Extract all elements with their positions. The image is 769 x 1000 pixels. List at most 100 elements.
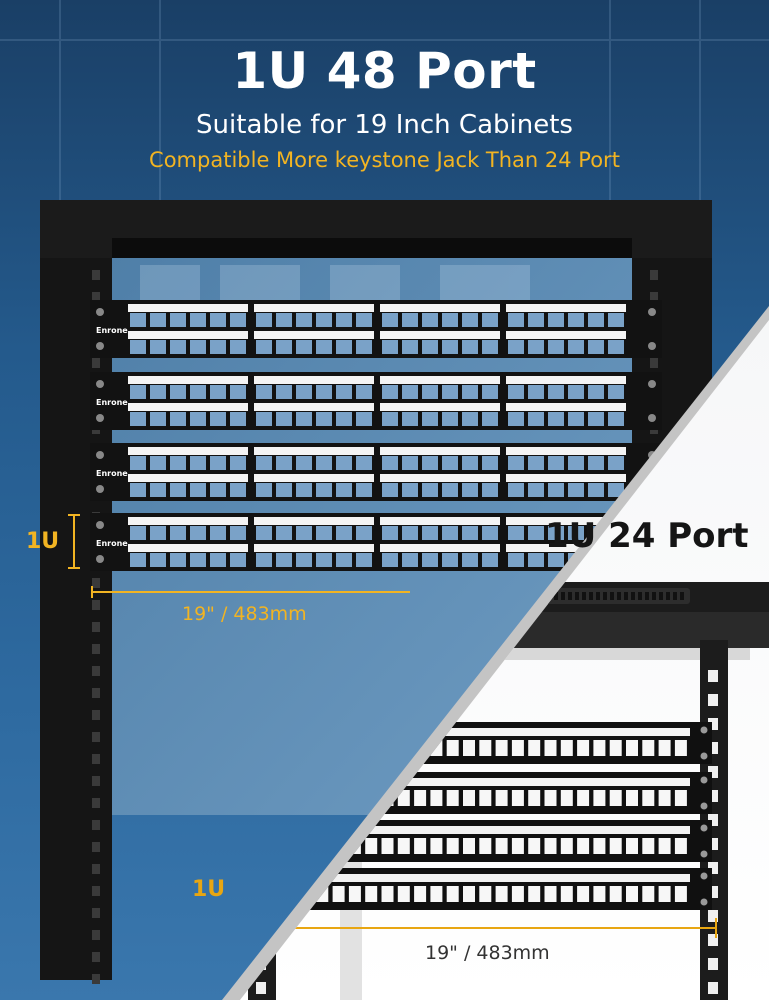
keystone-jack-icon bbox=[230, 456, 246, 470]
keystone-jack-icon bbox=[190, 313, 206, 327]
keystone-jack-icon bbox=[588, 412, 604, 426]
keystone-jack-icon bbox=[210, 412, 226, 426]
keystone-jack-icon bbox=[462, 412, 478, 426]
keystone-jack-icon bbox=[382, 340, 398, 354]
keystone-jack-icon bbox=[170, 313, 186, 327]
keystone-jack-icon bbox=[442, 526, 458, 540]
svg-text:Enrone: Enrone bbox=[96, 539, 128, 548]
keystone-jack-icon bbox=[528, 412, 544, 426]
keystone-jack-icon bbox=[508, 456, 524, 470]
panel-24-title: 1U 24 Port bbox=[545, 516, 749, 556]
keystone-jack-icon bbox=[422, 412, 438, 426]
keystone-jack-icon bbox=[256, 483, 272, 497]
keystone-jack-icon bbox=[276, 526, 292, 540]
keystone-jack-icon bbox=[382, 456, 398, 470]
keystone-jack-icon bbox=[150, 385, 166, 399]
keystone-jack-icon bbox=[210, 456, 226, 470]
keystone-jack-icon bbox=[508, 385, 524, 399]
keystone-jack-icon bbox=[296, 313, 312, 327]
keystone-jack-icon bbox=[402, 340, 418, 354]
keystone-jack-icon bbox=[442, 313, 458, 327]
keystone-jack-icon bbox=[356, 456, 372, 470]
keystone-jack-icon bbox=[356, 340, 372, 354]
keystone-jack-icon bbox=[528, 313, 544, 327]
keystone-jack-icon bbox=[316, 340, 332, 354]
keystone-jack-icon bbox=[190, 385, 206, 399]
keystone-jack-icon bbox=[296, 526, 312, 540]
keystone-jack-icon bbox=[548, 483, 564, 497]
keystone-jack-icon bbox=[548, 313, 564, 327]
keystone-jack-icon bbox=[170, 340, 186, 354]
keystone-jack-icon bbox=[382, 385, 398, 399]
keystone-jack-icon bbox=[316, 385, 332, 399]
keystone-jack-icon bbox=[336, 385, 352, 399]
keystone-jack-icon bbox=[190, 412, 206, 426]
keystone-jack-icon bbox=[276, 483, 292, 497]
keystone-jack-icon bbox=[482, 340, 498, 354]
panel-24-height-label: 1U bbox=[192, 877, 226, 902]
keystone-jack-icon bbox=[296, 385, 312, 399]
keystone-jack-icon bbox=[588, 456, 604, 470]
keystone-jack-icon bbox=[170, 483, 186, 497]
keystone-jack-icon bbox=[256, 385, 272, 399]
keystone-jack-icon bbox=[276, 456, 292, 470]
keystone-jack-icon bbox=[442, 456, 458, 470]
keystone-jack-icon bbox=[256, 553, 272, 567]
keystone-jack-icon bbox=[276, 313, 292, 327]
keystone-jack-icon bbox=[462, 340, 478, 354]
keystone-jack-icon bbox=[608, 412, 624, 426]
keystone-jack-icon bbox=[230, 340, 246, 354]
keystone-jack-icon bbox=[422, 313, 438, 327]
keystone-jack-icon bbox=[422, 483, 438, 497]
keystone-jack-icon bbox=[482, 553, 498, 567]
keystone-jack-icon bbox=[130, 412, 146, 426]
keystone-jack-icon bbox=[482, 456, 498, 470]
keystone-jack-icon bbox=[568, 412, 584, 426]
keystone-jack-icon bbox=[336, 412, 352, 426]
keystone-jack-icon bbox=[356, 385, 372, 399]
keystone-jack-icon bbox=[336, 313, 352, 327]
patch-panel-48-port: Enrone bbox=[90, 300, 662, 358]
keystone-jack-icon bbox=[190, 483, 206, 497]
keystone-jack-icon bbox=[402, 483, 418, 497]
keystone-jack-icon bbox=[210, 553, 226, 567]
keystone-jack-icon bbox=[256, 456, 272, 470]
keystone-jack-icon bbox=[508, 412, 524, 426]
keystone-jack-icon bbox=[170, 553, 186, 567]
keystone-jack-icon bbox=[130, 456, 146, 470]
keystone-jack-icon bbox=[528, 340, 544, 354]
keystone-jack-icon bbox=[548, 526, 564, 540]
keystone-jack-icon bbox=[356, 483, 372, 497]
keystone-jack-icon bbox=[356, 313, 372, 327]
keystone-jack-icon bbox=[190, 526, 206, 540]
keystone-jack-icon bbox=[402, 412, 418, 426]
keystone-jack-icon bbox=[608, 385, 624, 399]
keystone-jack-icon bbox=[230, 553, 246, 567]
keystone-jack-icon bbox=[482, 526, 498, 540]
keystone-jack-icon bbox=[528, 553, 544, 567]
keystone-jack-icon bbox=[230, 385, 246, 399]
keystone-jack-icon bbox=[336, 553, 352, 567]
keystone-jack-icon bbox=[548, 456, 564, 470]
keystone-jack-icon bbox=[190, 456, 206, 470]
keystone-jack-icon bbox=[442, 553, 458, 567]
svg-text:Enrone: Enrone bbox=[96, 469, 128, 478]
keystone-jack-icon bbox=[382, 553, 398, 567]
keystone-jack-icon bbox=[548, 385, 564, 399]
keystone-jack-icon bbox=[230, 313, 246, 327]
keystone-jack-icon bbox=[588, 340, 604, 354]
keystone-jack-icon bbox=[316, 553, 332, 567]
keystone-jack-icon bbox=[508, 526, 524, 540]
keystone-jack-icon bbox=[356, 553, 372, 567]
keystone-jack-icon bbox=[130, 340, 146, 354]
keystone-jack-icon bbox=[462, 526, 478, 540]
keystone-jack-icon bbox=[422, 456, 438, 470]
keystone-jack-icon bbox=[276, 385, 292, 399]
keystone-jack-icon bbox=[230, 526, 246, 540]
keystone-jack-icon bbox=[170, 385, 186, 399]
keystone-jack-icon bbox=[296, 483, 312, 497]
keystone-jack-icon bbox=[256, 526, 272, 540]
keystone-jack-icon bbox=[568, 340, 584, 354]
